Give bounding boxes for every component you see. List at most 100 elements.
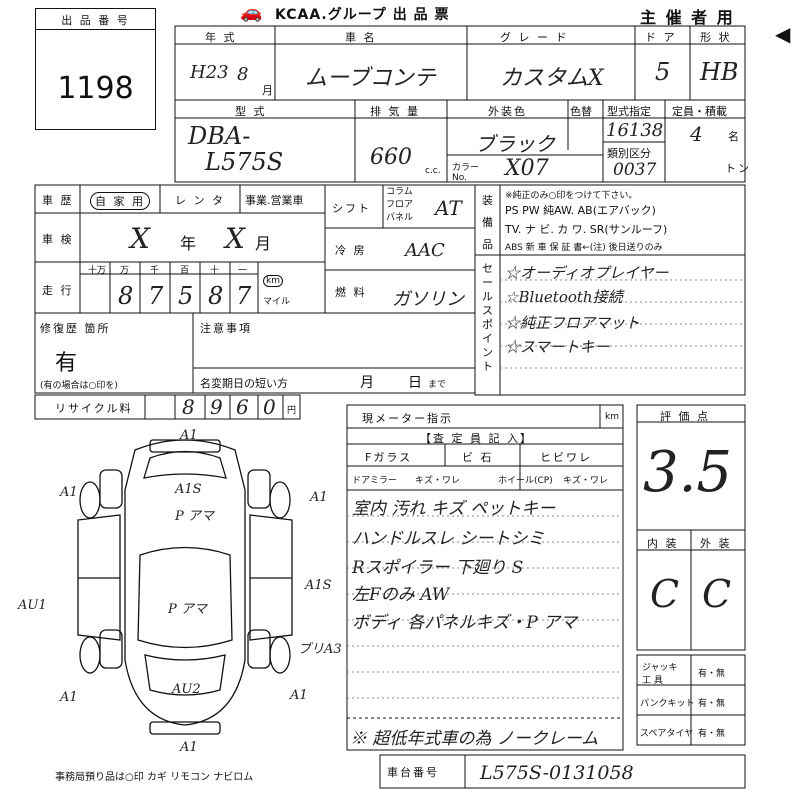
car-icon: 🚗 (240, 2, 263, 23)
sales-point-item-3: ☆スマートキー (505, 338, 610, 356)
shift-opts: コラム フロア パネル (386, 187, 414, 223)
sales-point-item-0: ☆オーディオプレイヤー (505, 264, 669, 282)
model-value-2: L575S (205, 148, 284, 176)
sales-point-label: セールスポイント (482, 262, 495, 373)
recycle-digit-0: 8 (182, 395, 195, 419)
class-label: 類別区分 (607, 147, 651, 160)
repair-note: (有の場合は○印を) (40, 381, 118, 391)
shape-label: 形 状 (700, 31, 732, 44)
capacity-value: 4 (690, 122, 703, 146)
interior-grade: C (650, 572, 680, 616)
rating-score: 3.5 (643, 440, 733, 505)
fuel-label: 燃 料 (335, 286, 367, 299)
diagram-mark-top: A1 (180, 428, 198, 443)
inspector-title: 【査 定 員 記 入】 (420, 432, 533, 445)
notes-expiry: 名変期日の短い方 (200, 377, 288, 390)
recycle-digit-1: 9 (210, 395, 223, 419)
color-change-label: 色替 (570, 105, 592, 118)
equipment-line3: ABS 新 車 保 証 書←(注) 後日送りのみ (505, 243, 663, 253)
mileage-unit-2: 千 (150, 266, 160, 276)
arrow-icon: ◀ (775, 22, 791, 46)
mirror-label: ドアミラー (352, 476, 397, 486)
vin-label: 車台番号 (387, 766, 439, 779)
ac-label: 冷 房 (335, 244, 367, 257)
history-opt2: レ ン タ (175, 194, 225, 207)
notes-until: まで (428, 380, 447, 390)
notes-day: 日 (408, 375, 424, 391)
history-opt1: 自 家 用 (90, 192, 150, 210)
mileage-unit-1: 万 (120, 266, 130, 276)
sales-point-item-1: ☆Bluetooth接続 (505, 288, 623, 306)
shaken-month: X (225, 222, 245, 255)
shift-label: シフト (332, 202, 371, 215)
disp-value: 660 (370, 145, 412, 170)
diagram-mark-hood2: P アマ (175, 509, 214, 524)
repair-label: 修復歴 箇所 (40, 322, 111, 335)
notes-month: 月 (360, 375, 376, 391)
diagram-mark-rear: AU2 (172, 682, 201, 697)
shift-value: AT (435, 196, 462, 220)
color-no-label: カラー No. (452, 163, 480, 183)
comment-2: Rスポイラー 下廻り S (352, 558, 524, 578)
year-month: 8 (237, 64, 249, 85)
diagram-mark-roof: P アマ (168, 602, 207, 617)
model-label: 型 式 (235, 105, 267, 118)
diagram-mark-bottom: A1 (180, 740, 198, 755)
puncture-value: 有・無 (698, 699, 726, 709)
rating-label: 評 価 点 (660, 410, 710, 423)
mileage-digit-1: 7 (148, 282, 164, 310)
recycle-label: リサイクル料 (55, 402, 133, 415)
wheel-opts: キズ・ワレ (563, 476, 609, 486)
diagram-mark-hood: A1S (175, 482, 202, 497)
grade-label: グ レ ー ド (500, 31, 569, 44)
shape-value: HB (700, 58, 739, 86)
color-label: 外装色 (488, 105, 527, 118)
mileage-label: 走 行 (42, 284, 74, 297)
exterior-label: 外 装 (700, 537, 732, 550)
glass-opt2: ヒビワレ (540, 451, 592, 464)
mileage-digit-3: 8 (208, 282, 224, 310)
keys-note: 事務局預り品は○印 カギ リモコン ナビロム (55, 772, 254, 783)
color-no-value: X07 (505, 156, 549, 181)
car-diagram (77, 439, 293, 735)
diagram-mark-right-front: A1 (310, 490, 328, 505)
disp-label: 排 気 量 (370, 105, 420, 118)
mileage-km: km (263, 275, 283, 287)
history-label: 車 歴 (42, 194, 74, 207)
grade-value: カスタムX (500, 66, 604, 91)
diagram-mark-bottom-right: A1 (290, 688, 308, 703)
jack-label: ジャッキ 工 具 (642, 663, 678, 686)
wheel-label: ホイール(CP) (498, 476, 553, 486)
load-unit: トン (725, 162, 751, 175)
interior-label: 内 装 (647, 537, 679, 550)
host-label: 主 催 者 用 (640, 8, 735, 27)
comment-4: ボディ 各パネルキズ・P アマ (352, 613, 578, 633)
recycle-unit: 円 (287, 406, 297, 416)
recycle-digit-2: 6 (236, 395, 249, 419)
diagram-mark-right-rear: ブリA3 (298, 642, 342, 657)
type-spec-value: 16138 (606, 120, 664, 141)
shaken-month-unit: 月 (255, 234, 274, 253)
year-label: 年 式 (205, 31, 237, 44)
mileage-unit-4: 十 (210, 266, 220, 276)
disp-unit: c.c. (425, 166, 441, 176)
diagram-mark-right-side: A1S (305, 578, 332, 593)
comment-0: 室内 汚れ キズ ペットキー (352, 499, 556, 519)
comment-3: 左Fのみ AW (352, 585, 450, 605)
inspector-footer: ※ 超低年式車の為 ノークレーム (350, 729, 599, 749)
name-value: ムーブコンテ (305, 66, 436, 91)
fuel-value: ガソリン (392, 289, 464, 310)
jack-value: 有・無 (698, 669, 726, 679)
mileage-digit-0: 8 (118, 282, 134, 310)
repair-value: 有 (55, 351, 78, 376)
diagram-mark-left-rear: A1 (60, 690, 78, 705)
color-value: ブラック (475, 132, 555, 156)
mileage-mile: マイル (263, 297, 291, 307)
history-opt3: 事業.営業車 (245, 194, 304, 207)
lot-label: 出 品 番 号 (61, 14, 130, 27)
lot-box: 出 品 番 号 1198 (35, 8, 156, 130)
brand-title: KCAA.グループ 出 品 票 (275, 7, 450, 23)
diagram-mark-left-front: A1 (60, 485, 78, 500)
door-label: ド ア (645, 31, 677, 44)
vin-value: L575S-0131058 (480, 762, 634, 784)
